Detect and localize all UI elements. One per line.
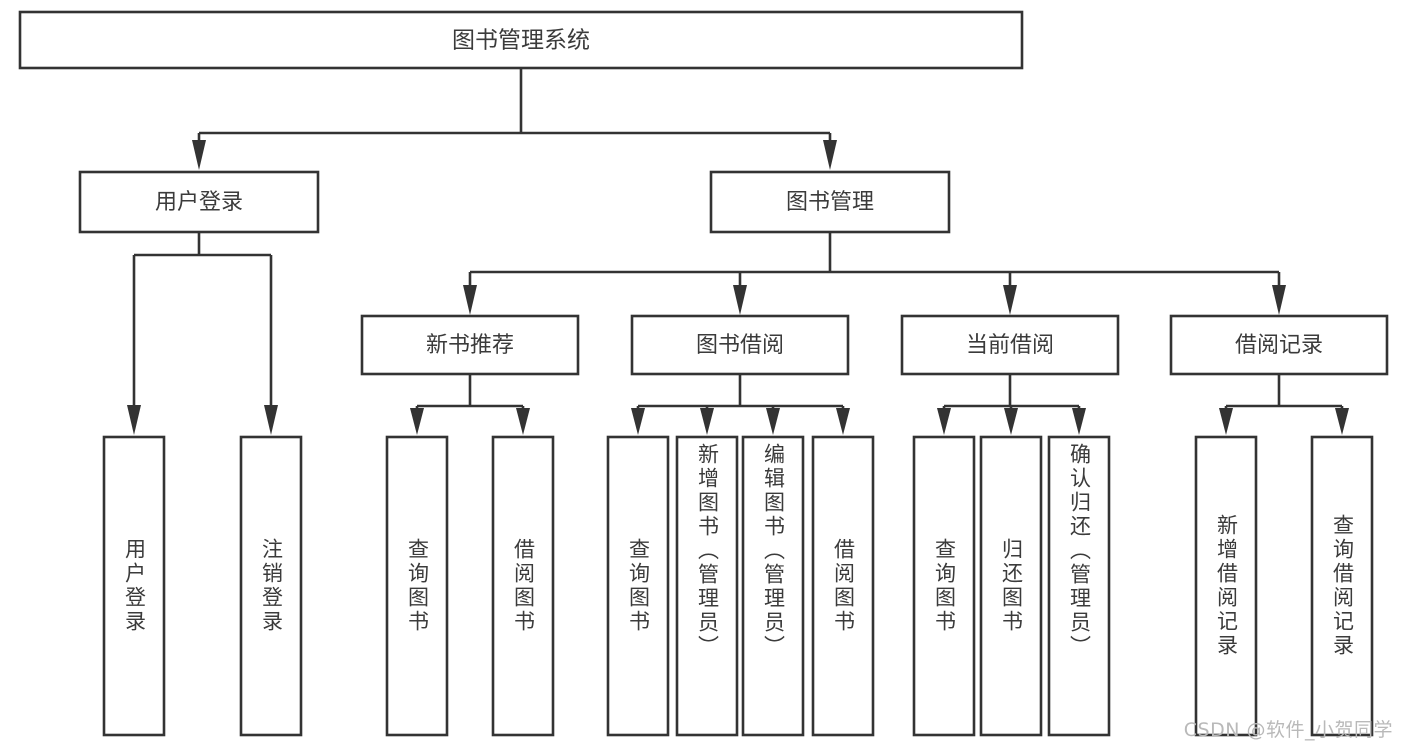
node-book-borrow-label: 图书借阅 [696, 333, 784, 358]
node-root-label: 图书管理系统 [452, 28, 590, 54]
leaf-new-book-query[interactable] [385, 435, 449, 737]
arrow-newbook-leaf-2 [516, 408, 530, 435]
node-current-borrow-label: 当前借阅 [966, 333, 1054, 358]
arrow-borrow-leaf-3 [766, 408, 780, 435]
csdn-watermark: CSDN @软件_小贺同学 [1183, 719, 1393, 741]
arrow-record-leaf-2 [1335, 408, 1349, 435]
arrow-newbook-leaf-1 [410, 408, 424, 435]
node-borrow-record-label: 借阅记录 [1235, 333, 1323, 358]
arrow-bookmgmt-child-4 [1272, 285, 1286, 315]
leaf-borrow-edit[interactable] [741, 435, 805, 737]
arrow-bookmgmt-child-1 [463, 285, 477, 315]
leaf-record-add[interactable] [1194, 435, 1258, 737]
arrow-borrow-leaf-4 [836, 408, 850, 435]
connector-layer [127, 68, 1349, 435]
arrow-userlogin-child-2 [264, 405, 278, 435]
arrow-bookmgmt-child-2 [733, 285, 747, 315]
node-user-login[interactable]: 用户登录 [78, 170, 320, 234]
node-root[interactable]: 图书管理系统 [18, 10, 1024, 70]
node-new-book-recommend-label: 新书推荐 [426, 333, 514, 358]
node-borrow-record[interactable]: 借阅记录 [1169, 314, 1389, 376]
leaf-record-query[interactable] [1310, 435, 1374, 737]
leaf-user-login-login[interactable] [102, 435, 166, 737]
arrow-bookmgmt-child-3 [1003, 285, 1017, 315]
node-book-management[interactable]: 图书管理 [709, 170, 951, 234]
node-user-login-label: 用户登录 [155, 190, 243, 215]
node-new-book-recommend[interactable]: 新书推荐 [360, 314, 580, 376]
leaf-borrow-lend[interactable] [811, 435, 875, 737]
arrow-current-leaf-3 [1072, 408, 1086, 435]
leaf-borrow-add[interactable] [675, 435, 739, 737]
node-current-borrow[interactable]: 当前借阅 [900, 314, 1120, 376]
node-book-borrow[interactable]: 图书借阅 [630, 314, 850, 376]
arrow-current-leaf-2 [1004, 408, 1018, 435]
arrow-record-leaf-1 [1219, 408, 1233, 435]
arrow-current-leaf-1 [937, 408, 951, 435]
leaf-user-login-logout[interactable] [239, 435, 303, 737]
arrow-root-to-userlogin [192, 140, 206, 170]
leaf-current-query[interactable] [912, 435, 976, 737]
arrow-root-to-bookmgmt [823, 140, 837, 170]
leaf-borrow-query[interactable] [606, 435, 670, 737]
node-book-management-label: 图书管理 [786, 190, 874, 215]
leaf-new-book-borrow[interactable] [491, 435, 555, 737]
arrow-borrow-leaf-2 [700, 408, 714, 435]
leaf-current-return[interactable] [979, 435, 1043, 737]
node-layer: 图书管理系统 用户登录 图书管理 新书推荐 图书借阅 [18, 10, 1389, 737]
arrow-borrow-leaf-1 [631, 408, 645, 435]
leaf-current-confirm[interactable] [1047, 435, 1111, 737]
arrow-userlogin-child-1 [127, 405, 141, 435]
